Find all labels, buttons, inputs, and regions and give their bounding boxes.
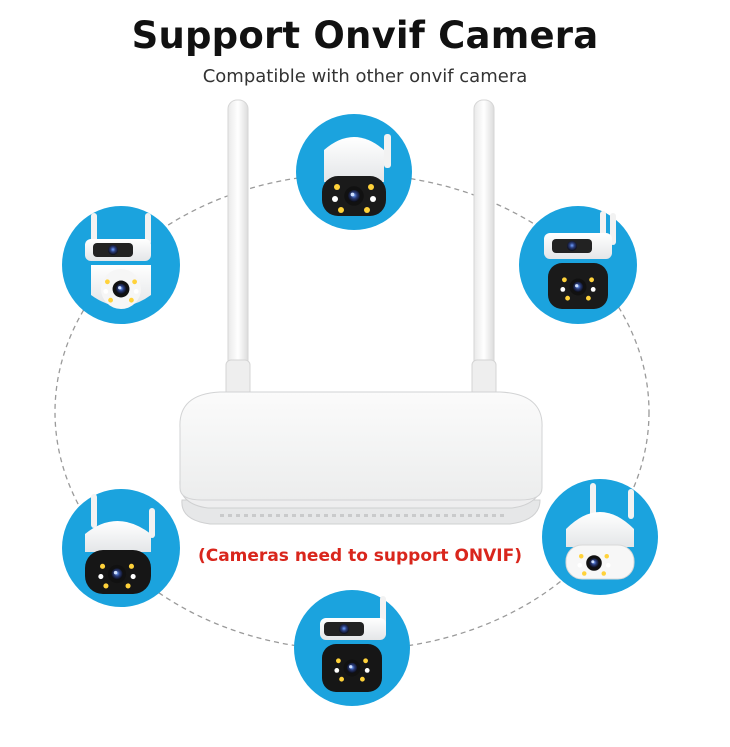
dual-lens-camera-icon: [519, 206, 637, 324]
page-title: Support Onvif Camera: [131, 14, 599, 57]
dual-lens-camera-icon: [62, 206, 180, 324]
nvr-device: [179, 99, 543, 525]
left-antenna: [225, 99, 251, 399]
page-subtitle: Compatible with other onvif camera: [202, 66, 528, 87]
ptz-camera-icon: [296, 114, 412, 230]
onvif-requirement-note: (Cameras need to support ONVIF): [197, 546, 523, 566]
ptz-camera-icon: [62, 489, 180, 607]
right-antenna: [471, 99, 497, 399]
ptz-camera-icon: [542, 479, 658, 595]
dual-lens-camera-icon: [294, 590, 410, 706]
